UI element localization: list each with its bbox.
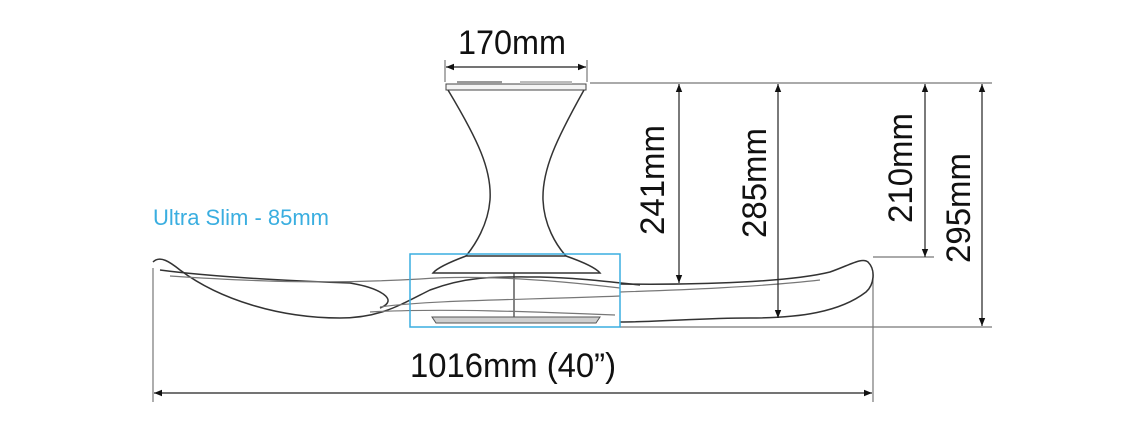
- overall-height-label: 295mm: [940, 153, 978, 263]
- ultra-slim-label: Ultra Slim - 85mm: [153, 205, 329, 230]
- span-label: 1016mm (40”): [410, 347, 616, 385]
- fan-body: [431, 81, 602, 324]
- extension-lines: [152, 60, 992, 402]
- fan-blades: [152, 258, 874, 323]
- overall-to-blade-bottom-label: 285mm: [736, 128, 774, 238]
- canopy-width-label: 170mm: [458, 24, 566, 62]
- dimension-arrows: [154, 63, 986, 397]
- ultra-slim-highlight-box: [409, 253, 621, 328]
- blade-to-ceiling-label: 241mm: [634, 125, 672, 235]
- blade-tip-height-label: 210mm: [882, 113, 920, 223]
